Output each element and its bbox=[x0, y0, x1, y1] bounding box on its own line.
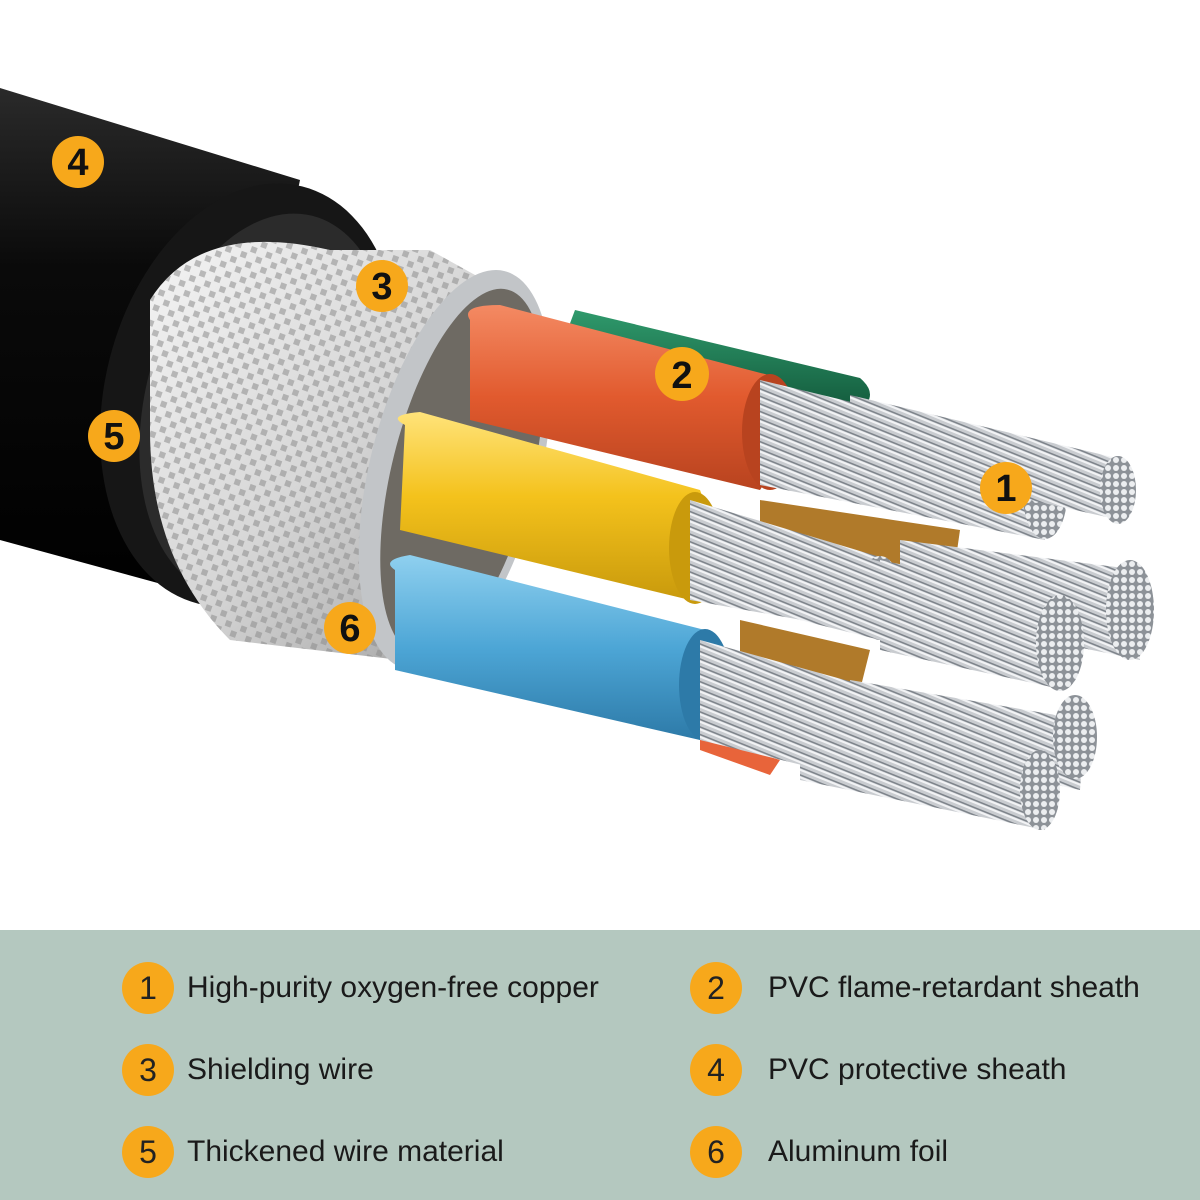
copper-strands-bottom bbox=[700, 640, 1097, 830]
legend-label: Thickened wire material bbox=[187, 1135, 504, 1168]
legend-label: PVC flame-retardant sheath bbox=[768, 971, 1140, 1004]
legend-panel: 1 High-purity oxygen-free copper 2 PVC f… bbox=[0, 930, 1200, 1200]
svg-text:5: 5 bbox=[103, 416, 124, 458]
svg-text:4: 4 bbox=[67, 142, 88, 184]
marker-5: 5 bbox=[88, 410, 140, 462]
legend-badge: 6 bbox=[690, 1126, 742, 1178]
svg-text:3: 3 bbox=[371, 266, 392, 308]
legend-item-4: 4 PVC protective sheath bbox=[690, 1044, 1067, 1096]
legend-item-1: 1 High-purity oxygen-free copper bbox=[122, 962, 599, 1014]
marker-4: 4 bbox=[52, 136, 104, 188]
cable-illustration: 4 3 2 5 1 6 bbox=[0, 88, 1154, 830]
legend-item-5: 5 Thickened wire material bbox=[122, 1126, 504, 1178]
svg-text:1: 1 bbox=[995, 468, 1016, 510]
legend-item-2: 2 PVC flame-retardant sheath bbox=[690, 962, 1140, 1014]
marker-1: 1 bbox=[980, 462, 1032, 514]
legend-item-3: 3 Shielding wire bbox=[122, 1044, 374, 1096]
marker-3: 3 bbox=[356, 260, 408, 312]
legend-label: Shielding wire bbox=[187, 1053, 374, 1086]
legend-label: Aluminum foil bbox=[768, 1135, 949, 1168]
legend-label: High-purity oxygen-free copper bbox=[187, 971, 599, 1004]
legend-label: PVC protective sheath bbox=[768, 1053, 1067, 1086]
copper-strands-middle bbox=[690, 500, 1084, 691]
legend-badge: 4 bbox=[690, 1044, 742, 1096]
marker-6: 6 bbox=[324, 602, 376, 654]
legend-badge: 2 bbox=[690, 962, 742, 1014]
legend-badge: 5 bbox=[122, 1126, 174, 1178]
svg-text:2: 2 bbox=[671, 355, 692, 397]
legend-badge: 3 bbox=[122, 1044, 174, 1096]
legend-item-6: 6 Aluminum foil bbox=[690, 1126, 948, 1178]
marker-2: 2 bbox=[655, 347, 709, 401]
legend-badge: 1 bbox=[122, 962, 174, 1014]
copper-strands-top bbox=[760, 380, 1136, 540]
svg-text:6: 6 bbox=[339, 608, 360, 650]
conductor-green bbox=[560, 310, 870, 410]
